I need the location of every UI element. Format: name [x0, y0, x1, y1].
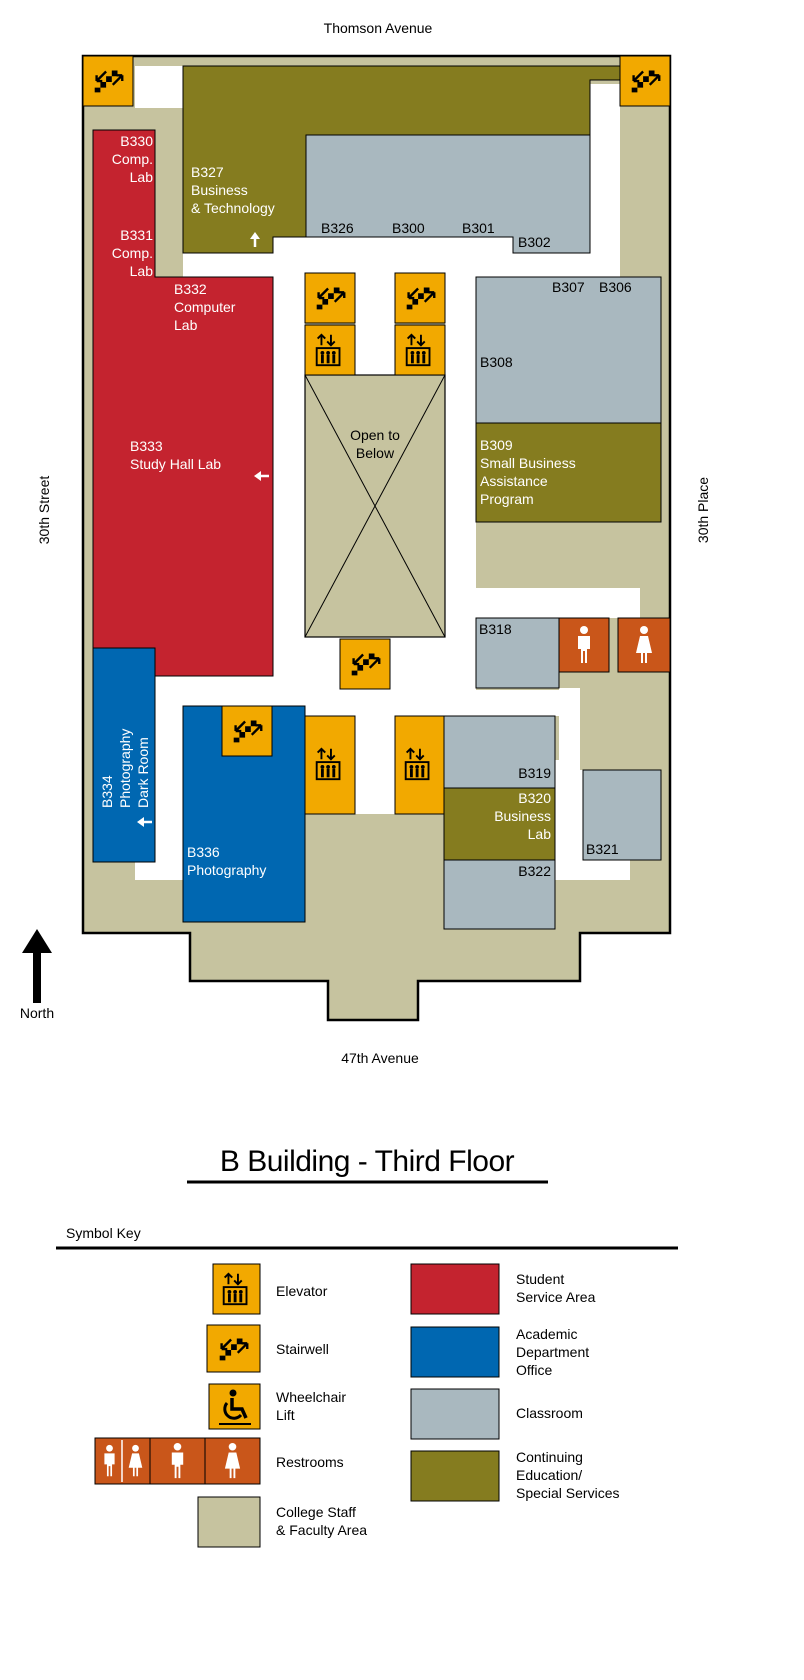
legend-academic-swatch — [410, 1326, 500, 1378]
legend-restroom-label: Restrooms — [276, 1454, 344, 1470]
elevator-icon[interactable] — [304, 324, 356, 376]
womens-restroom-icon[interactable] — [617, 617, 671, 673]
page-title: B Building - Third Floor — [220, 1145, 515, 1178]
room-b308[interactable] — [475, 276, 662, 424]
legend-wheelchair-icon — [208, 1383, 261, 1430]
room-b334[interactable] — [92, 647, 156, 863]
room-b319[interactable] — [443, 715, 556, 789]
room-b318[interactable] — [475, 617, 560, 689]
north-arrow-icon — [22, 929, 52, 1003]
room-label-b308: B308 — [480, 354, 513, 370]
legend-classroom-label: Classroom — [516, 1405, 583, 1421]
stair-icon[interactable] — [304, 272, 356, 324]
symbol-key-heading: Symbol Key — [66, 1225, 141, 1241]
room-label-b302: B302 — [518, 234, 551, 250]
room-b321[interactable] — [582, 769, 662, 861]
entrance-arrow-icon — [137, 232, 269, 827]
room-label-b307: B307 — [552, 279, 585, 295]
legend-staff-swatch — [197, 1496, 261, 1548]
legend-staff-label: College Staff& Faculty Area — [276, 1504, 367, 1538]
elevator-icon[interactable] — [304, 715, 356, 815]
stair-icon[interactable] — [221, 705, 273, 757]
stair-icon[interactable] — [339, 638, 391, 690]
room-b309[interactable] — [475, 422, 662, 523]
room-b326-b302[interactable] — [305, 134, 591, 254]
legend-student-swatch — [410, 1263, 500, 1315]
room-label-b319: B319 — [518, 765, 551, 781]
legend-elevator-label: Elevator — [276, 1283, 328, 1299]
room-label-b300: B300 — [392, 220, 425, 236]
room-b322[interactable] — [443, 859, 556, 930]
room-label-b321: B321 — [586, 841, 619, 857]
legend-continuing-swatch — [410, 1450, 500, 1502]
street-east: 30th Place — [695, 477, 711, 543]
north-label: North — [20, 1005, 54, 1021]
stair-icon[interactable] — [394, 272, 446, 324]
corridors — [135, 66, 640, 880]
elevator-icon[interactable] — [394, 715, 445, 815]
legend-stair-icon — [206, 1324, 261, 1373]
legend-classroom-swatch — [410, 1388, 500, 1440]
legend-restroom-icons — [94, 1437, 261, 1485]
stair-icon[interactable] — [619, 55, 671, 107]
stair-icon[interactable] — [82, 55, 134, 107]
elevator-icon[interactable] — [394, 324, 446, 376]
room-label-b322: B322 — [518, 863, 551, 879]
open-to-below — [304, 374, 446, 638]
room-label-b326: B326 — [321, 220, 354, 236]
street-north: Thomson Avenue — [324, 20, 433, 36]
room-label-b318: B318 — [479, 621, 512, 637]
street-west: 30th Street — [36, 476, 52, 545]
room-label-b301: B301 — [462, 220, 495, 236]
street-south: 47th Avenue — [341, 1050, 419, 1066]
legend-elevator-icon — [212, 1263, 261, 1315]
room-label-b306: B306 — [599, 279, 632, 295]
legend-stair-label: Stairwell — [276, 1341, 329, 1357]
mens-restroom-icon[interactable] — [558, 617, 610, 673]
